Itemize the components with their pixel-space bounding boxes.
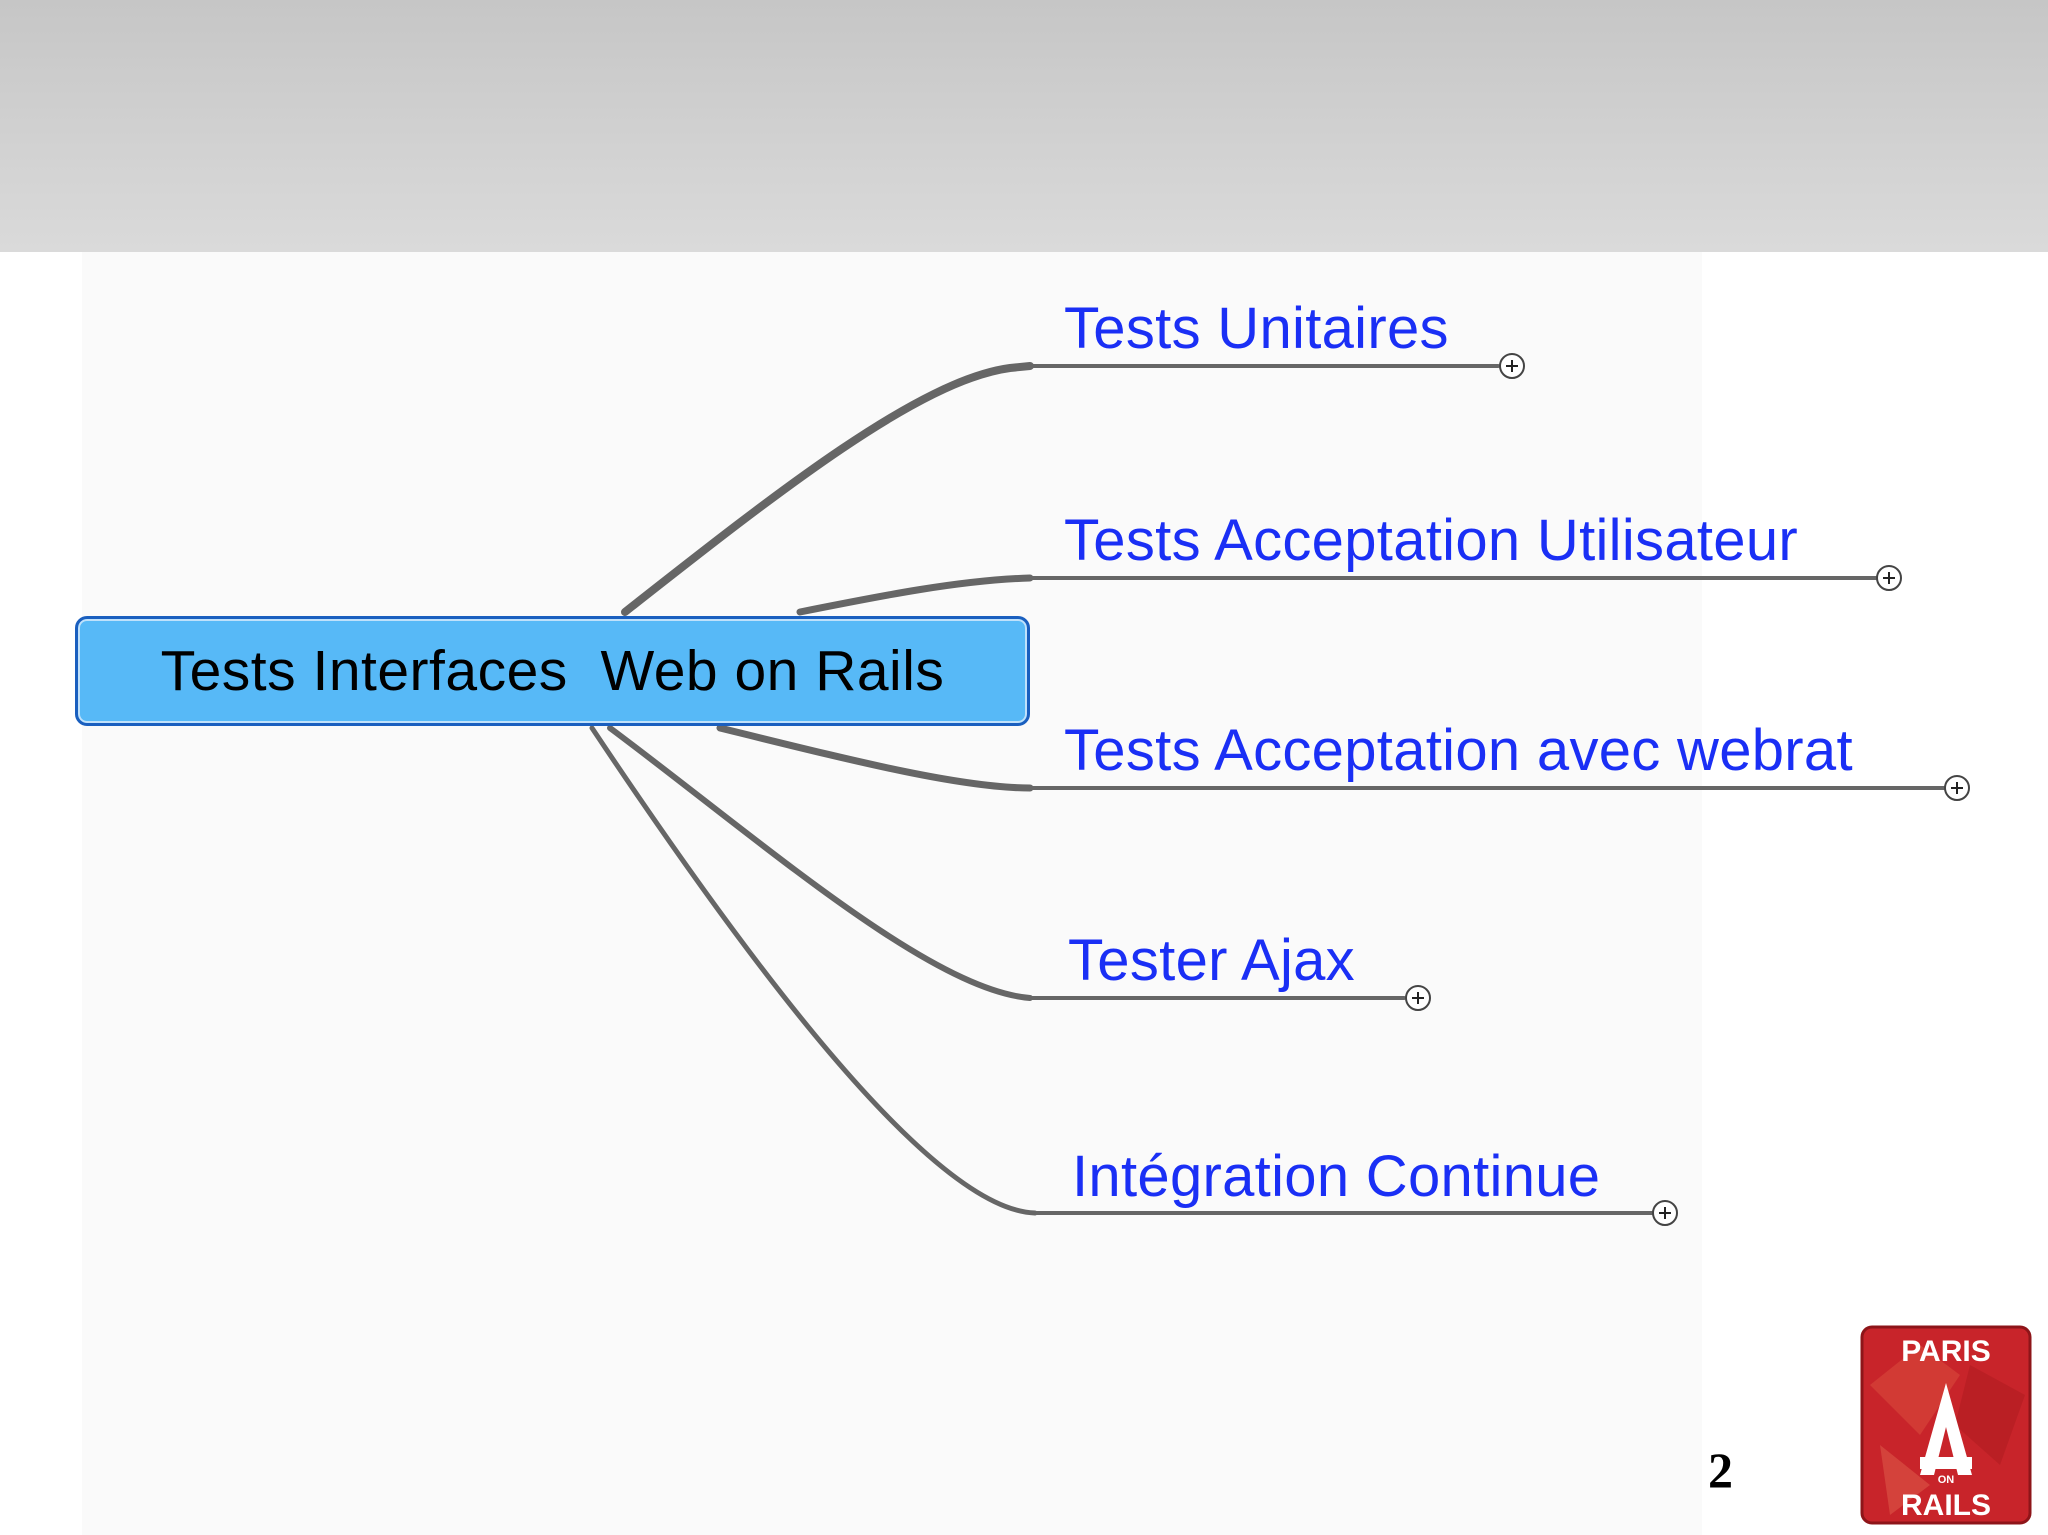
- connector-integration-continue: [589, 725, 1038, 1216]
- root-node-label: Tests Interfaces Web on Rails: [160, 639, 945, 703]
- branch-tests-acceptation-webrat[interactable]: Tests Acceptation avec webrat: [1064, 718, 1853, 783]
- logo-text-paris: PARIS: [1901, 1335, 1990, 1368]
- mindmap-root-node[interactable]: Tests Interfaces Web on Rails: [75, 616, 1030, 726]
- expand-icon[interactable]: [1944, 775, 1970, 801]
- logo-text-rails: RAILS: [1901, 1489, 1991, 1522]
- logo-text-on: ON: [1938, 1474, 1955, 1486]
- page-number: 2: [1708, 1442, 1733, 1498]
- branch-tester-ajax[interactable]: Tester Ajax: [1068, 928, 1355, 993]
- paris-on-rails-logo: PARIS ON RAILS: [1860, 1325, 2032, 1525]
- connector-tests-acceptation-utilisateur: [796, 574, 1034, 616]
- branch-integration-continue[interactable]: Intégration Continue: [1072, 1144, 1601, 1209]
- slide-header-band: [0, 0, 2048, 252]
- expand-icon[interactable]: [1652, 1200, 1678, 1226]
- connector-tester-ajax: [607, 725, 1033, 1001]
- branch-tests-acceptation-utilisateur[interactable]: Tests Acceptation Utilisateur: [1064, 508, 1799, 573]
- connector-tests-acceptation-webrat: [716, 724, 1034, 792]
- expand-icon[interactable]: [1876, 565, 1902, 591]
- mindmap-canvas: [82, 252, 1702, 1535]
- expand-icon[interactable]: [1499, 353, 1525, 379]
- branch-tests-unitaires[interactable]: Tests Unitaires: [1064, 296, 1449, 361]
- expand-icon[interactable]: [1405, 985, 1431, 1011]
- connector-tests-unitaires: [621, 362, 1034, 616]
